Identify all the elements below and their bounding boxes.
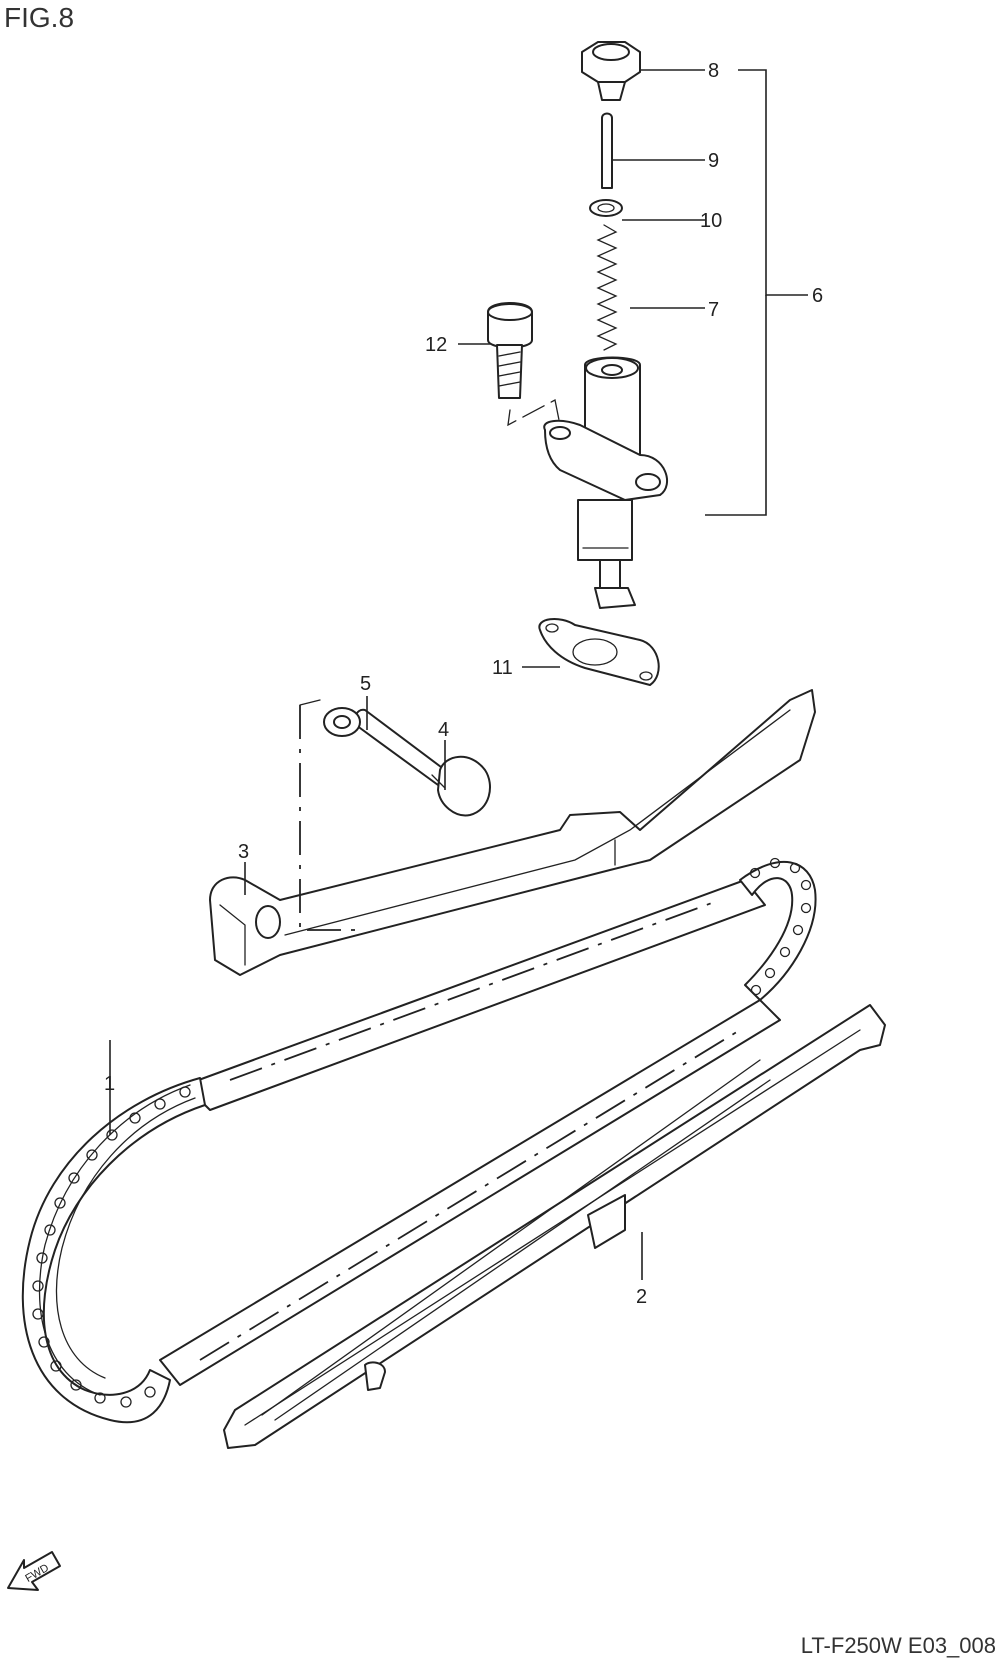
callout-5: 5	[360, 673, 371, 695]
tensioner-arm-bolt[interactable]	[354, 708, 491, 817]
tensioner-adjuster-body[interactable]	[543, 356, 669, 609]
figure-code: LT-F250W E03_008	[800, 1633, 996, 1658]
callout-10: 10	[700, 210, 722, 232]
push-rod[interactable]	[601, 112, 613, 189]
callout-7: 7	[708, 299, 719, 321]
leader-lines	[109, 69, 808, 1280]
cam-chain[interactable]	[21, 857, 817, 1424]
cam-chain-guide[interactable]	[223, 1004, 886, 1449]
tensioner-gasket[interactable]	[538, 618, 660, 686]
circlip[interactable]	[589, 199, 623, 217]
fig-title: FIG.8	[4, 2, 75, 33]
tensioner-spring[interactable]	[596, 224, 618, 351]
callout-9: 9	[708, 150, 719, 172]
cam-chain-tensioner-arm[interactable]	[209, 689, 816, 976]
callout-3: 3	[238, 841, 249, 863]
callout-labels: 1 2 3 4 5 6 7 8 9 10 11 12	[104, 60, 823, 1308]
fwd-arrow-icon: FWD	[7, 1551, 61, 1591]
callout-4: 4	[438, 719, 449, 741]
tensioner-mounting-bolt[interactable]	[487, 302, 533, 399]
assembly-lines	[299, 399, 561, 931]
washer[interactable]	[323, 707, 361, 737]
tensioner-cap-bolt[interactable]	[581, 41, 641, 101]
callout-1: 1	[104, 1073, 115, 1095]
callout-6: 6	[812, 285, 823, 307]
callout-2: 2	[636, 1286, 647, 1308]
callout-8: 8	[708, 60, 719, 82]
callout-12: 12	[425, 334, 447, 356]
callout-11: 11	[492, 657, 513, 679]
